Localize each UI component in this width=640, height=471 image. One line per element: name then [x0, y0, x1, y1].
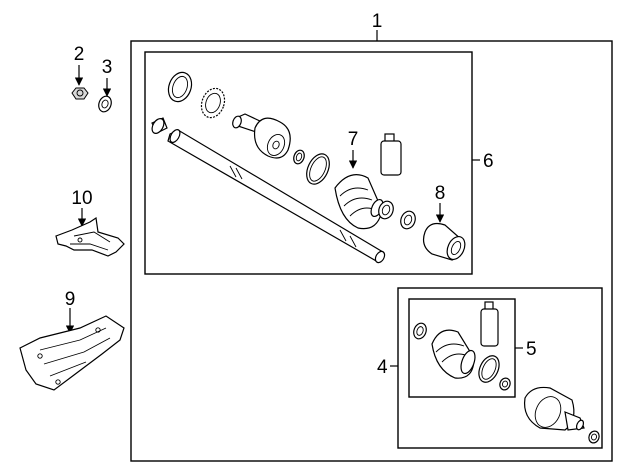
small-washer — [293, 149, 305, 165]
outer-boot — [334, 174, 384, 230]
snap-ring — [400, 210, 416, 230]
heat-shield — [19, 315, 125, 391]
axle-nut — [378, 200, 394, 220]
callout-5: 5 — [526, 339, 537, 360]
inner-boot — [422, 222, 466, 261]
callout-9: 9 — [65, 289, 76, 310]
inner-nut — [413, 322, 427, 340]
callout-8: 8 — [435, 183, 446, 204]
inner-clamp — [478, 355, 500, 383]
boot-clamp — [306, 153, 330, 185]
grease-bottle-lower — [480, 301, 499, 347]
grease-bottle-upper — [380, 133, 402, 176]
callout-1: 1 — [372, 11, 383, 32]
outer-cv-joint — [232, 113, 291, 159]
inner-joint-boot — [431, 329, 476, 379]
callout-6: 6 — [483, 151, 494, 172]
outer-seal-ring — [167, 71, 193, 103]
axle-shaft — [151, 117, 386, 264]
hub-washer — [98, 95, 112, 113]
inner-washer — [499, 377, 511, 391]
tone-ring — [200, 87, 226, 119]
end-washer — [588, 430, 600, 444]
callout-3: 3 — [102, 57, 113, 78]
heat-shield-bracket — [55, 216, 125, 257]
callout-2: 2 — [74, 44, 85, 65]
callout-7: 7 — [348, 129, 359, 150]
subassembly-box-4 — [390, 287, 603, 449]
subassembly-box-6 — [144, 51, 480, 275]
inner-cv-joint-housing — [523, 386, 585, 431]
hub-nut — [71, 87, 89, 100]
callout-10: 10 — [71, 188, 92, 209]
callout-4: 4 — [377, 357, 388, 378]
assembly-box-1 — [130, 30, 613, 462]
subassembly-box-5 — [408, 298, 523, 398]
